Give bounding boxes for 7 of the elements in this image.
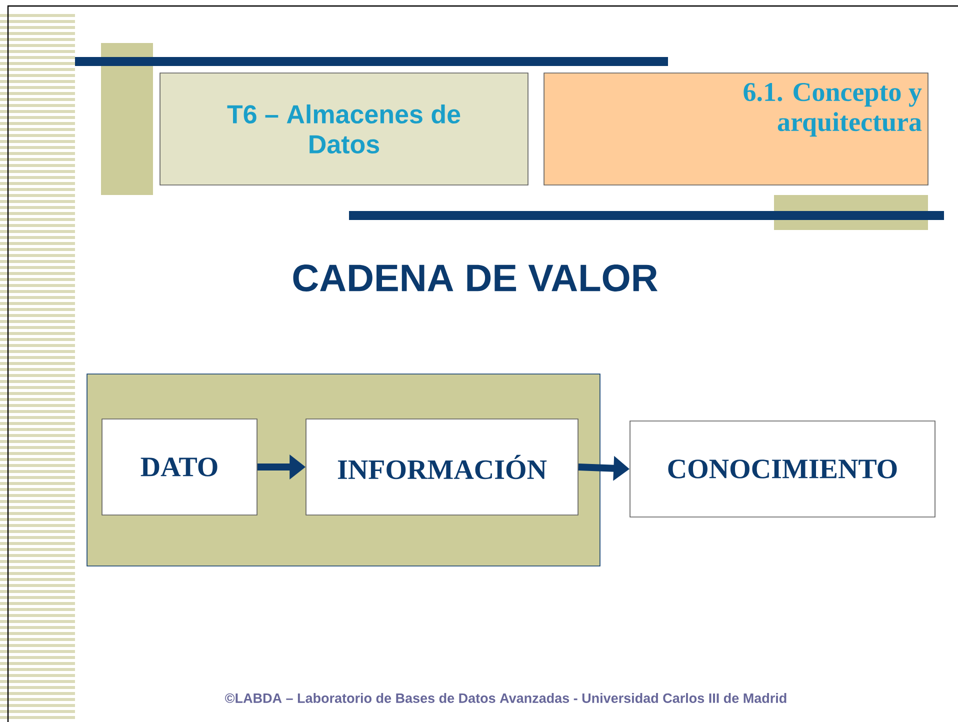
title-box: T6 – Almacenes de Datos	[160, 72, 528, 186]
process-box: CONOCIMIENTO	[630, 420, 936, 518]
footer-text: ©LABDA – Laboratorio de Bases de Datos Avanzadas - Universidad Carlos III de Madrid	[225, 693, 786, 703]
section-box: 6.1. Concepto y arquitectura	[544, 72, 928, 186]
slide-title: CADENA DE VALOR	[293, 264, 658, 292]
process-box: INFORMACIÓN	[306, 418, 578, 516]
process-box: DATO	[102, 418, 258, 516]
